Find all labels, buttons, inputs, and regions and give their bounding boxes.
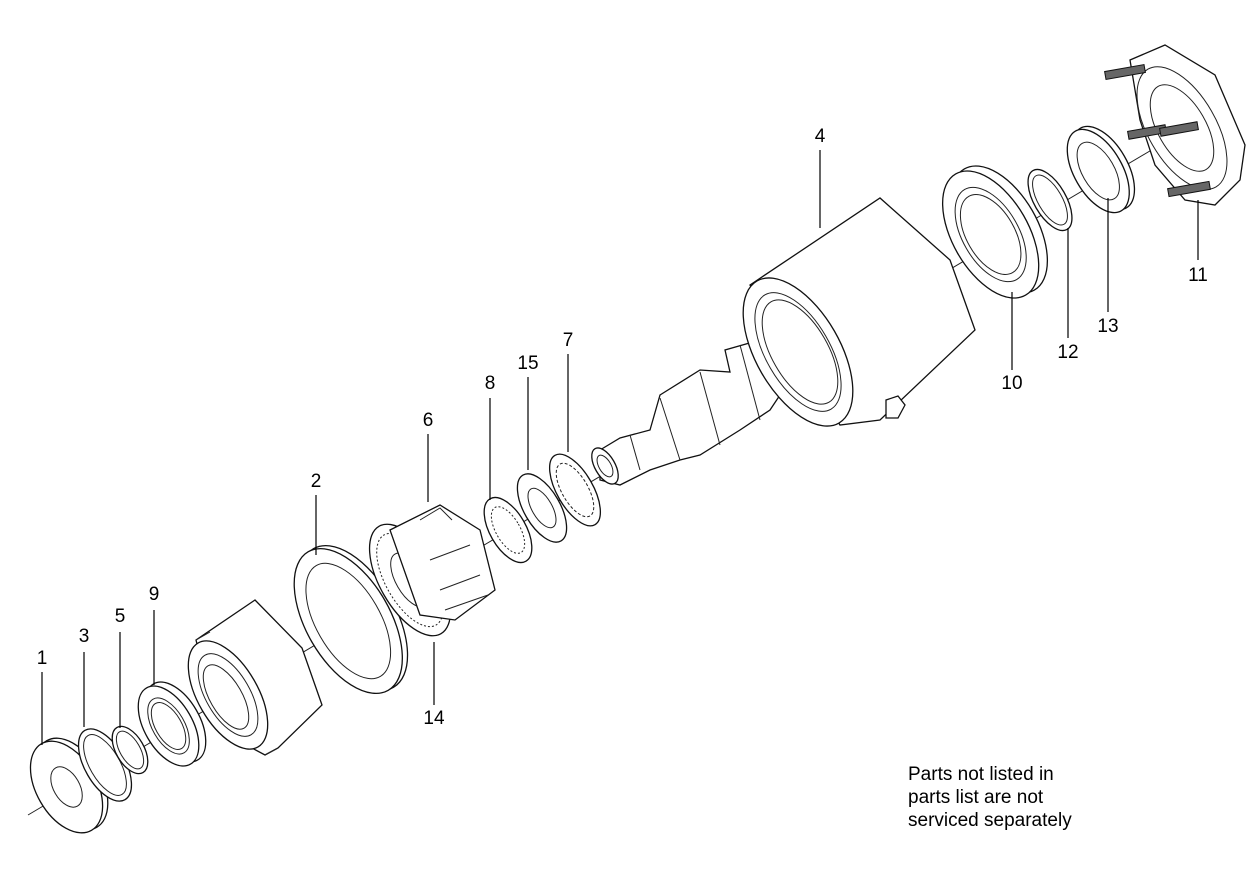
part-4-housing bbox=[742, 197, 976, 427]
callout-14: 14 bbox=[423, 708, 445, 729]
callout-8: 8 bbox=[485, 373, 496, 394]
service-note: Parts not listed in parts list are not s… bbox=[908, 763, 1168, 832]
callout-15: 15 bbox=[517, 353, 538, 374]
callout-11: 11 bbox=[1188, 265, 1208, 286]
callout-labels: 1 3 5 9 2 14 6 8 15 7 4 10 12 13 11 bbox=[37, 126, 1208, 729]
service-note-line-1: Parts not listed in bbox=[908, 764, 1054, 785]
callout-6: 6 bbox=[423, 410, 434, 431]
callout-10: 10 bbox=[1001, 373, 1022, 394]
callout-2: 2 bbox=[311, 471, 322, 492]
service-note-line-3: serviced separately bbox=[908, 810, 1072, 831]
end-cap-housing bbox=[187, 599, 323, 756]
part-5-ring bbox=[111, 725, 149, 775]
part-10-bearing bbox=[941, 165, 1049, 299]
callout-12: 12 bbox=[1057, 342, 1078, 363]
part-15-washer bbox=[516, 473, 568, 543]
callout-7: 7 bbox=[563, 330, 574, 351]
part-6-rotor bbox=[389, 504, 496, 621]
part-9-bearing bbox=[137, 681, 207, 767]
callout-9: 9 bbox=[149, 584, 160, 605]
part-13-seal bbox=[1066, 125, 1136, 214]
callout-1: 1 bbox=[37, 648, 48, 669]
part-7-bearing-race bbox=[548, 453, 602, 527]
callout-leaders bbox=[41, 150, 1199, 745]
callout-13: 13 bbox=[1097, 316, 1118, 337]
callout-4: 4 bbox=[815, 126, 826, 147]
callout-3: 3 bbox=[79, 626, 90, 647]
part-11-flange bbox=[1104, 44, 1246, 206]
part-12-ring bbox=[1027, 168, 1073, 232]
service-note-line-2: parts list are not bbox=[908, 787, 1044, 808]
callout-5: 5 bbox=[115, 606, 126, 627]
part-2-large-ring bbox=[293, 544, 409, 695]
